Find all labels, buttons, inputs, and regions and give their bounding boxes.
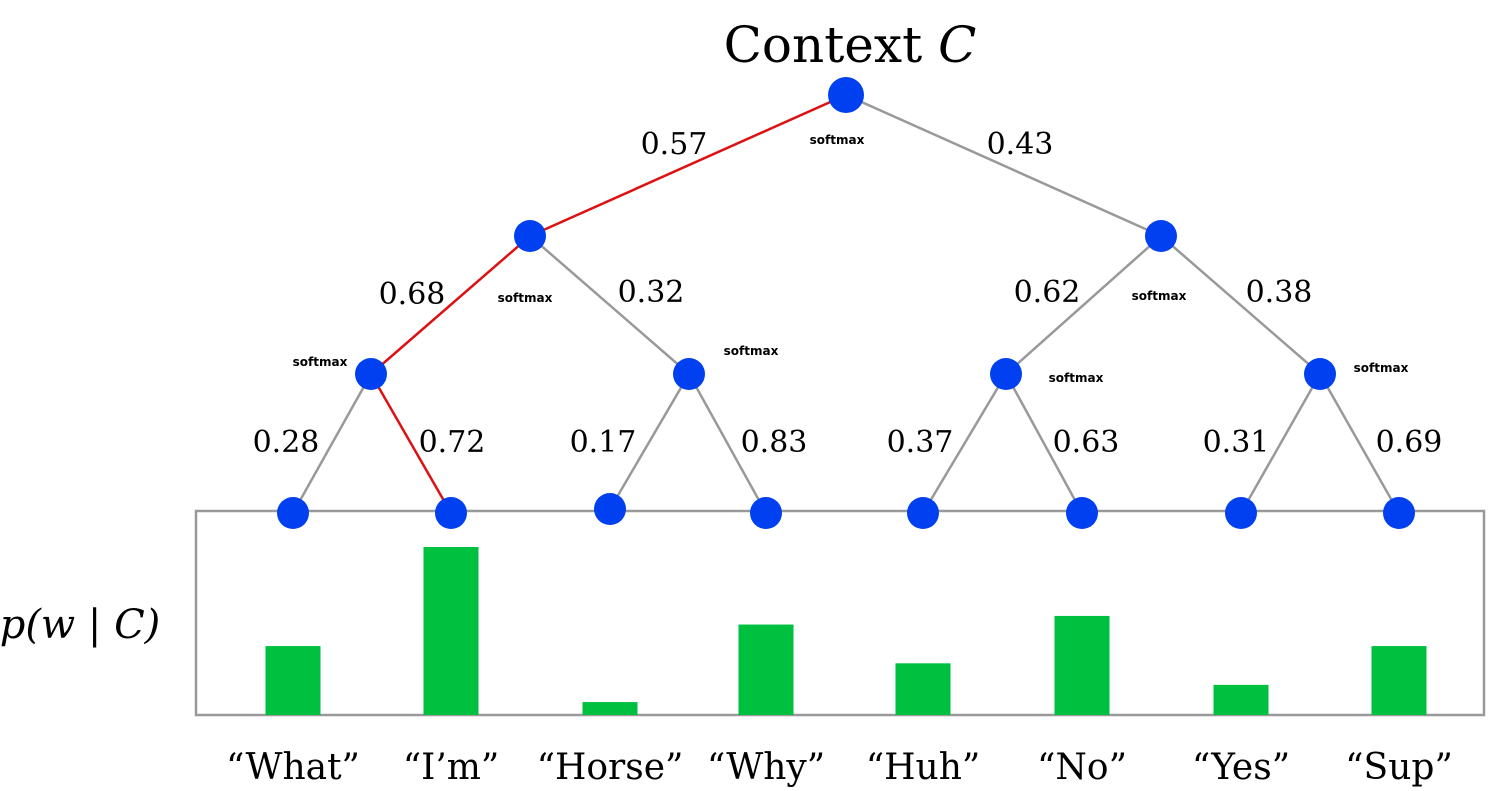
softmax-label: softmax: [1132, 289, 1187, 303]
edge-probability: 0.69: [1376, 425, 1443, 460]
bar-5: [1054, 615, 1110, 715]
tree-edge: [529, 235, 690, 375]
highlighted-edge: [529, 93, 847, 238]
highlighted-edge: [369, 373, 453, 514]
tree-edge: [687, 373, 768, 514]
tree-edge: [1160, 235, 1321, 375]
bar-1: [423, 547, 479, 715]
leaf-node: [907, 497, 939, 529]
root-node: [828, 77, 864, 113]
tree-edge: [1318, 373, 1401, 514]
edge-probability: 0.63: [1053, 425, 1120, 460]
softmax-label: softmax: [293, 355, 348, 369]
tree-edge: [921, 373, 1008, 514]
edge-probability: 0.62: [1014, 275, 1081, 310]
softmax-label: softmax: [724, 344, 779, 358]
internal-node: [990, 358, 1022, 390]
leaf-node: [277, 497, 309, 529]
edge-probability: 0.37: [887, 425, 954, 460]
diagram-title: Context C: [724, 16, 977, 74]
tree-edge: [1004, 373, 1084, 514]
category-label: “I’m”: [403, 747, 500, 788]
edge-probability: 0.68: [379, 277, 446, 312]
softmax-labels: softmax softmax softmax softmax softmax softm…: [293, 133, 1409, 385]
tree-edge: [1005, 235, 1162, 375]
softmax-label: softmax: [810, 133, 865, 147]
edge-probability: 0.28: [253, 425, 320, 460]
internal-node: [1145, 220, 1177, 252]
edge-probability: 0.17: [570, 425, 637, 460]
category-label: “No”: [1037, 747, 1127, 788]
softmax-label: softmax: [498, 291, 553, 305]
leaf-node: [594, 493, 626, 525]
internal-node: [514, 220, 546, 252]
bar-3: [738, 624, 794, 715]
internal-node: [355, 358, 387, 390]
edge-probability: 0.72: [419, 425, 486, 460]
bar-4: [895, 663, 951, 715]
tree-nodes: [277, 77, 1415, 529]
leaf-node: [1225, 497, 1257, 529]
tree-edge: [608, 373, 691, 510]
softmax-label: softmax: [1049, 371, 1104, 385]
bar-2: [582, 702, 638, 715]
leaf-node: [1066, 497, 1098, 529]
category-label: “Why”: [707, 747, 825, 788]
bar-7: [1371, 646, 1427, 715]
y-axis-label: p(w | C): [0, 602, 160, 648]
category-label: “Horse”: [537, 747, 684, 788]
category-label: “Yes”: [1192, 747, 1290, 788]
chart-frame: [194, 509, 1486, 717]
bar-0: [265, 646, 321, 715]
internal-node: [673, 358, 705, 390]
softmax-label: softmax: [1354, 361, 1409, 375]
tree-edge: [291, 373, 373, 514]
leaf-node: [435, 497, 467, 529]
tree-edge: [1239, 373, 1322, 514]
edge-probability: 0.31: [1203, 425, 1270, 460]
edge-probability: 0.43: [987, 127, 1054, 162]
edge-probability: 0.57: [641, 127, 708, 162]
bar-series: [265, 547, 1427, 715]
edge-probability: 0.83: [741, 425, 808, 460]
category-labels: “What” “I’m” “Horse” “Why” “Huh” “No” “Yes” “Su…: [226, 747, 1453, 788]
category-label: “What”: [226, 747, 360, 788]
highlighted-edge: [370, 235, 531, 375]
tree-edge: [845, 93, 1162, 238]
leaf-node: [1383, 497, 1415, 529]
edge-probability: 0.38: [1246, 275, 1313, 310]
tree-edges: [291, 93, 1401, 514]
edge-probability-labels: 0.57 0.43 0.68 0.32 0.62 0.38 0.28 0.72 0.17 0.83…: [253, 127, 1443, 460]
edge-probability: 0.32: [618, 275, 685, 310]
category-label: “Huh”: [866, 747, 981, 788]
leaf-node: [750, 497, 782, 529]
internal-node: [1304, 358, 1336, 390]
bar-6: [1213, 684, 1269, 715]
category-label: “Sup”: [1345, 747, 1453, 788]
